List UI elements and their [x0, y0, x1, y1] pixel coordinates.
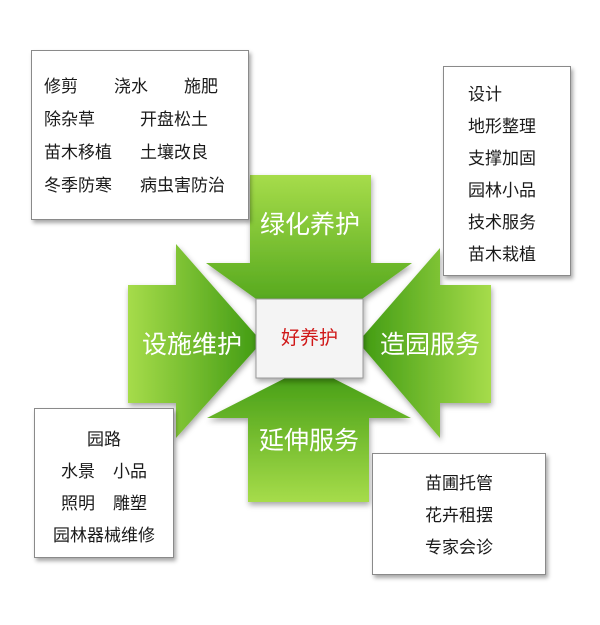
- list-item: 苗木移植: [44, 143, 112, 163]
- list-item: 小品: [113, 462, 147, 482]
- list-item: 苗木栽植: [468, 245, 536, 265]
- center-label: 好养护: [281, 327, 338, 349]
- list-item: 冬季防寒: [44, 176, 112, 196]
- list-row: 园路: [35, 424, 173, 456]
- list-item: 技术服务: [468, 213, 536, 233]
- list-row: 苗木移植 土壤改良: [44, 137, 248, 170]
- list-row: 修剪 浇水 施肥: [44, 71, 248, 104]
- list-item: 土壤改良: [140, 143, 208, 163]
- list-item: 苗圃托管: [425, 474, 493, 494]
- list-item: 支撑加固: [468, 149, 536, 169]
- list-item: 地形整理: [468, 117, 536, 137]
- list-item: 开盘松土: [140, 110, 208, 130]
- list-item: 雕塑: [113, 494, 147, 514]
- list-item: 设计: [468, 85, 502, 105]
- box-landscaping-services: 设计 地形整理 支撑加固 园林小品 技术服务 苗木栽植: [443, 66, 571, 276]
- center-box: [255, 298, 364, 379]
- arrow-label-bottom: 延伸服务: [259, 426, 359, 455]
- list-item: 专家会诊: [425, 538, 493, 558]
- list-item: 照明: [61, 494, 95, 514]
- list-row: 冬季防寒 病虫害防治: [44, 170, 248, 203]
- arrow-label-right: 造园服务: [380, 330, 480, 359]
- list-item: 花卉租摆: [425, 506, 493, 526]
- arrow-top-down: [206, 175, 412, 337]
- list-item: 园路: [87, 430, 121, 450]
- list-item: 修剪: [44, 77, 78, 97]
- list-row: 水景小品: [35, 456, 173, 488]
- list-item: 园林小品: [468, 181, 536, 201]
- list-item: 施肥: [184, 77, 218, 97]
- arrow-right-left: [358, 248, 491, 438]
- box-facility-maintenance: 园路 水景小品 照明雕塑 园林器械维修: [34, 408, 174, 558]
- arrow-bottom-up: [207, 366, 411, 502]
- arrow-label-left: 设施维护: [142, 330, 242, 359]
- list-item: 园林器械维修: [53, 526, 155, 546]
- list-item: 水景: [61, 462, 95, 482]
- box-greening-maintenance: 修剪 浇水 施肥 除杂草 开盘松土 苗木移植 土壤改良 冬季防寒 病虫害防治: [31, 50, 249, 220]
- list-row: 除杂草 开盘松土: [44, 104, 248, 137]
- list-row: 照明雕塑: [35, 488, 173, 520]
- box-extended-services: 苗圃托管 花卉租摆 专家会诊: [372, 453, 546, 575]
- list-item: 浇水: [114, 77, 148, 97]
- arrow-left-right: [128, 244, 262, 438]
- arrow-label-top: 绿化养护: [260, 210, 360, 239]
- list-item: 病虫害防治: [140, 176, 225, 196]
- list-item: 除杂草: [44, 110, 95, 130]
- list-row: 园林器械维修: [35, 520, 173, 552]
